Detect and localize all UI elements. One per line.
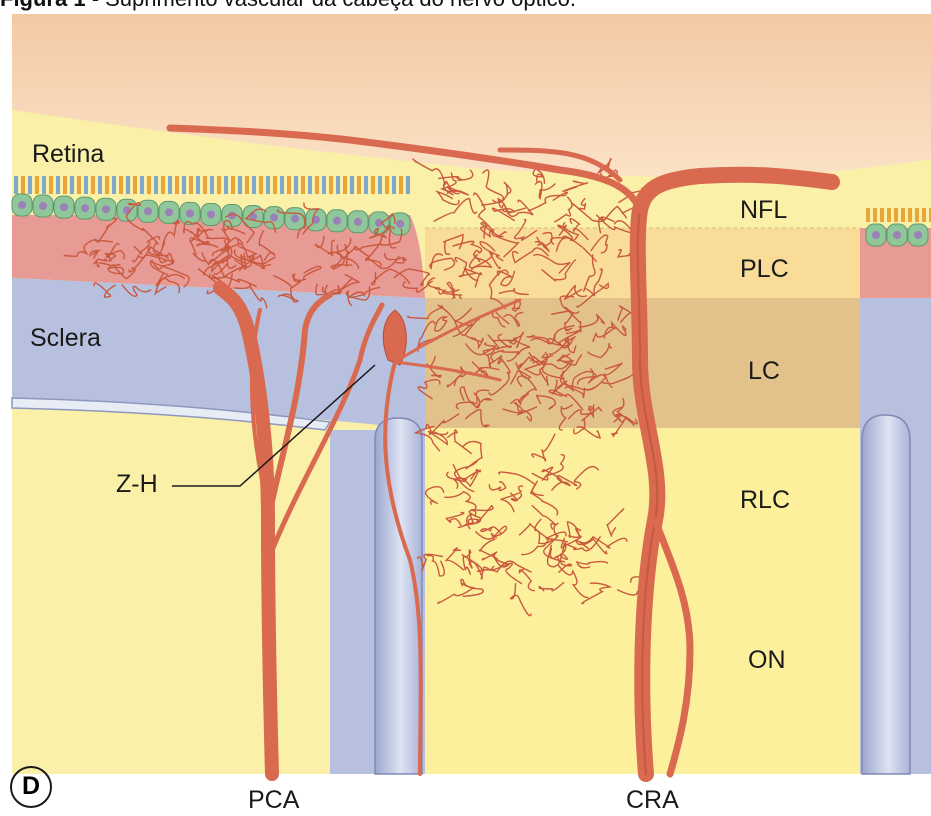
photoreceptor (210, 176, 214, 194)
photoreceptor (119, 176, 123, 194)
rpe-cell (327, 210, 347, 232)
rpe-cell (201, 203, 221, 225)
rpe-cell (285, 208, 305, 230)
photoreceptor (866, 208, 870, 222)
photoreceptor (189, 176, 193, 194)
rpe-cell (54, 196, 74, 218)
photoreceptor (259, 176, 263, 194)
rpe-cell (348, 211, 368, 233)
photoreceptor (154, 176, 158, 194)
photoreceptor (287, 176, 291, 194)
label-pca: PCA (248, 786, 299, 815)
photoreceptor (91, 176, 95, 194)
photoreceptor (343, 176, 347, 194)
photoreceptor (98, 176, 102, 194)
rpe-cell (222, 205, 242, 227)
photoreceptor (322, 176, 326, 194)
photoreceptor (14, 176, 18, 194)
photoreceptor (196, 176, 200, 194)
photoreceptor (231, 176, 235, 194)
label-lc: LC (748, 357, 780, 386)
photoreceptor (224, 176, 228, 194)
label-zh: Z-H (116, 470, 158, 499)
rpe-cell (138, 200, 158, 222)
panel-letter: D (10, 766, 52, 808)
photoreceptor (378, 176, 382, 194)
photoreceptor (63, 176, 67, 194)
photoreceptor (357, 176, 361, 194)
photoreceptor (915, 208, 919, 222)
photoreceptor (329, 176, 333, 194)
photoreceptor (315, 176, 319, 194)
photoreceptor (245, 176, 249, 194)
photoreceptor (252, 176, 256, 194)
photoreceptor (140, 176, 144, 194)
photoreceptor (301, 176, 305, 194)
label-nfl: NFL (740, 196, 787, 225)
photoreceptor (126, 176, 130, 194)
photoreceptor (42, 176, 46, 194)
label-plc: PLC (740, 255, 789, 284)
photoreceptor (28, 176, 32, 194)
photoreceptor (399, 176, 403, 194)
photoreceptor (182, 176, 186, 194)
photoreceptor (84, 176, 88, 194)
photoreceptor (406, 176, 410, 194)
photoreceptor (308, 176, 312, 194)
photoreceptor (35, 176, 39, 194)
rpe-cell (866, 224, 886, 246)
photoreceptor (336, 176, 340, 194)
photoreceptor (392, 176, 396, 194)
photoreceptor (238, 176, 242, 194)
photoreceptor (175, 176, 179, 194)
label-rlc: RLC (740, 486, 790, 515)
photoreceptor (56, 176, 60, 194)
photoreceptor (77, 176, 81, 194)
photoreceptor (161, 176, 165, 194)
photoreceptor (266, 176, 270, 194)
photoreceptor (350, 176, 354, 194)
label-on: ON (748, 646, 786, 675)
photoreceptor (203, 176, 207, 194)
photoreceptor (294, 176, 298, 194)
photoreceptor (133, 176, 137, 194)
photoreceptor (894, 208, 898, 222)
photoreceptor (922, 208, 926, 222)
rpe-cell (887, 224, 907, 246)
photoreceptor (168, 176, 172, 194)
photoreceptor (901, 208, 905, 222)
rpe-cell (159, 201, 179, 223)
photoreceptor (887, 208, 891, 222)
photoreceptor (385, 176, 389, 194)
photoreceptor (880, 208, 884, 222)
photoreceptor (49, 176, 53, 194)
photoreceptor (908, 208, 912, 222)
photoreceptor (112, 176, 116, 194)
rpe-cell (180, 202, 200, 224)
photoreceptor (280, 176, 284, 194)
rpe-cell (908, 224, 928, 246)
photoreceptor (105, 176, 109, 194)
rpe-cell (12, 194, 32, 216)
photoreceptor (364, 176, 368, 194)
photoreceptor (873, 208, 877, 222)
label-sclera: Sclera (30, 324, 101, 353)
label-retina: Retina (32, 140, 104, 169)
photoreceptor (273, 176, 277, 194)
photoreceptor (371, 176, 375, 194)
rpe-cell (33, 195, 53, 217)
rpe-cell (96, 198, 116, 220)
dura-sheath-right (862, 415, 910, 774)
label-cra: CRA (626, 786, 679, 815)
rpe-cell (75, 197, 95, 219)
photoreceptor (70, 176, 74, 194)
photoreceptor (21, 176, 25, 194)
photoreceptor (217, 176, 221, 194)
photoreceptor (147, 176, 151, 194)
